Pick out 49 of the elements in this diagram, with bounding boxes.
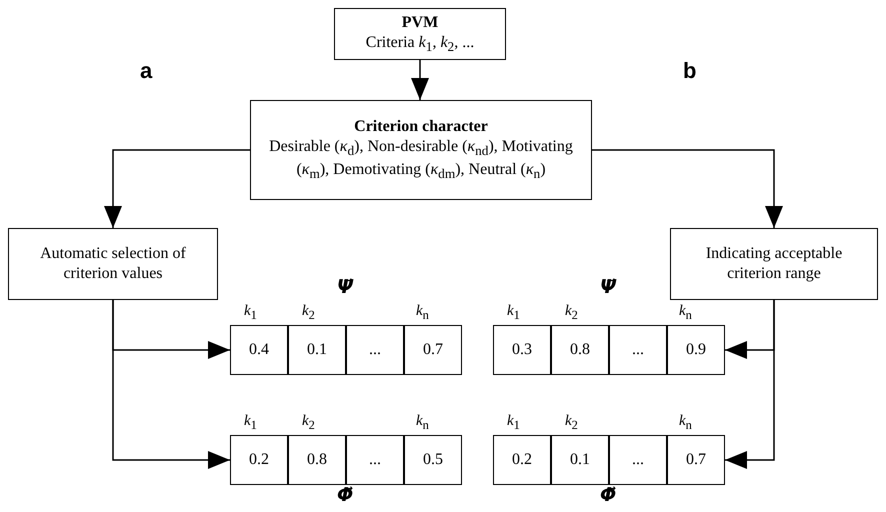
vector-symbol: Φ⃗: [600, 484, 616, 506]
value-cell: 0.9: [667, 325, 725, 375]
vector-symbol: Φ⃗: [337, 484, 354, 506]
value-cell: 0.4: [230, 325, 288, 375]
value-cell: 0.2: [493, 435, 551, 485]
panel-label: b: [683, 58, 696, 84]
panel-label: a: [140, 58, 152, 84]
index-label: k$_{1}$: [244, 303, 257, 323]
arrow: [112, 300, 230, 469]
index-label: k$_{1}$: [244, 413, 257, 433]
index-label: k$_{n}$: [679, 413, 692, 433]
index-label: k$_{2}$: [565, 303, 578, 323]
vector-symbol: Ψ⃗: [600, 276, 616, 298]
index-label: k$_{n}$: [416, 413, 429, 433]
process-box: [8, 228, 218, 300]
box-title: PVM: [402, 12, 438, 33]
value-cell: ...: [346, 435, 404, 485]
value-cell: 0.7: [667, 435, 725, 485]
box-text: Desirable (κ$_{d}$), Non-desirable (κ$_{nd}$), Motivating (κ$_{m}$), Demotivating (κ$_{dm}$), Neutral (κ$_{n}$): [268, 137, 574, 183]
process-box: [250, 100, 592, 200]
index-label: k$_{n}$: [416, 303, 429, 323]
process-box: [334, 8, 506, 60]
value-cell: 0.3: [493, 325, 551, 375]
arrow: [104, 149, 250, 228]
value-cell: ...: [609, 435, 667, 485]
process-box: [670, 228, 878, 300]
index-label: k$_{2}$: [302, 303, 315, 323]
value-cell: 0.7: [404, 325, 462, 375]
value-cell: ...: [346, 325, 404, 375]
index-label: k$_{2}$: [565, 413, 578, 433]
index-label: k$_{1}$: [507, 413, 520, 433]
box-text: Indicating acceptable criterion range: [704, 244, 844, 284]
box-title: Criterion character: [354, 117, 488, 138]
arrow: [725, 300, 775, 469]
value-cell: 0.1: [551, 435, 609, 485]
index-label: k$_{1}$: [507, 303, 520, 323]
value-cell: ...: [609, 325, 667, 375]
value-cell: 0.5: [404, 435, 462, 485]
value-cell: 0.2: [230, 435, 288, 485]
box-text: Criteria k$_{1}$, k$_{2}$, ...: [366, 32, 474, 56]
arrow: [411, 60, 429, 100]
box-text: Automatic selection of criterion values: [39, 244, 187, 284]
index-label: k$_{n}$: [679, 303, 692, 323]
value-cell: 0.8: [551, 325, 609, 375]
index-label: k$_{2}$: [302, 413, 315, 433]
value-cell: 0.1: [288, 325, 346, 375]
arrow: [592, 149, 783, 228]
vector-symbol: Ψ⃗: [337, 276, 354, 298]
value-cell: 0.8: [288, 435, 346, 485]
